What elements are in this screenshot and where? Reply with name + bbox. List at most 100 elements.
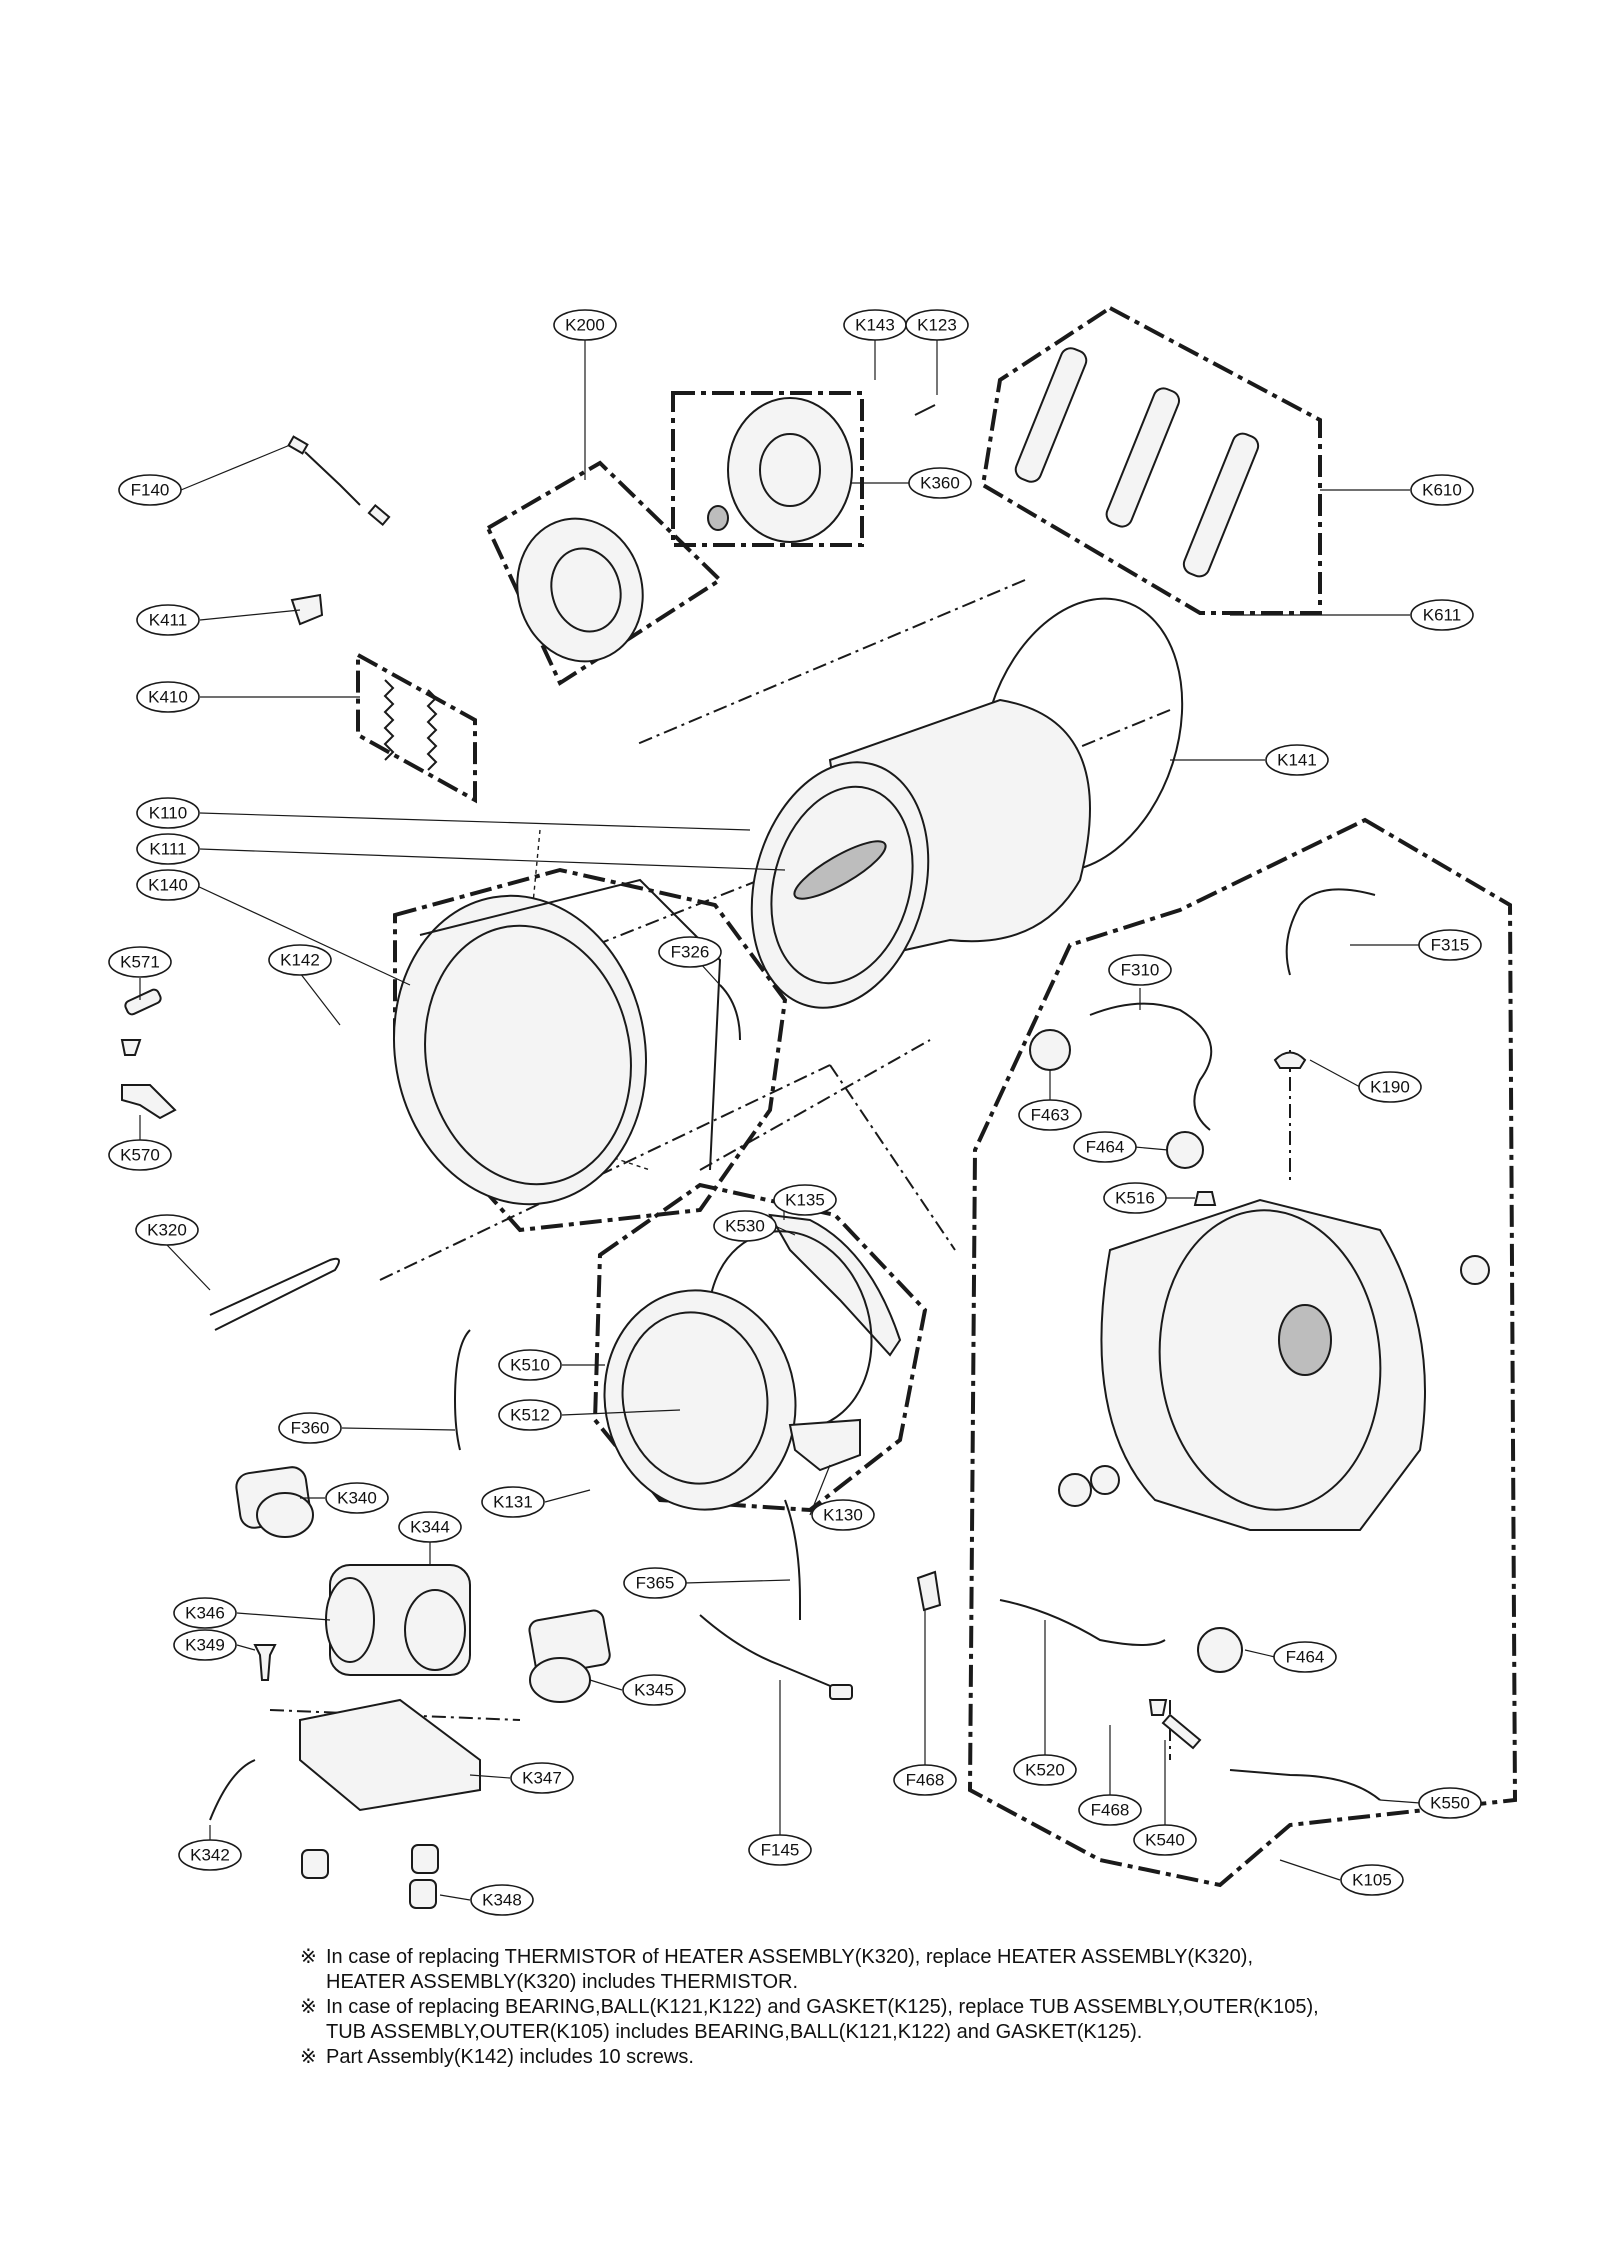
svg-text:K571: K571: [120, 953, 160, 972]
door-gasket-k510: [603, 1289, 797, 1511]
wire-k550: [1229, 1769, 1381, 1801]
label-f464-lower: F464: [1273, 1641, 1337, 1673]
part-k516: [1193, 1191, 1217, 1206]
svg-text:K347: K347: [522, 1769, 562, 1788]
inner-drum-k110: [750, 698, 1091, 1009]
label-k347: K347: [510, 1762, 574, 1794]
door-gasket-outline: [592, 1182, 928, 1513]
label-k135: K135: [773, 1184, 837, 1216]
svg-text:F140: F140: [131, 481, 170, 500]
shock-absorbers-k610: [1014, 347, 1260, 578]
note-line: Part Assembly(K142) includes 10 screws.: [326, 2046, 694, 2068]
front-tub-k140: [392, 878, 722, 1206]
svg-text:K135: K135: [785, 1191, 825, 1210]
label-k570: K570: [108, 1139, 172, 1171]
spring-outline: [356, 651, 477, 804]
rotor-k200: [516, 517, 644, 663]
clip-f468-lower: [1148, 1699, 1168, 1716]
label-k340: K340: [325, 1482, 389, 1514]
svg-text:F360: F360: [291, 1419, 330, 1438]
hose-f360: [453, 1329, 471, 1451]
shock-absorber-outline: [980, 305, 1322, 615]
svg-text:K411: K411: [149, 611, 187, 630]
svg-text:K610: K610: [1422, 481, 1462, 500]
label-k344: K344: [398, 1511, 462, 1543]
svg-text:K520: K520: [1025, 1761, 1065, 1780]
svg-text:K141: K141: [1277, 751, 1317, 770]
hose-f365: [784, 1499, 801, 1620]
svg-text:F468: F468: [906, 1771, 945, 1790]
svg-text:F464: F464: [1286, 1648, 1325, 1667]
label-f468-right: F468: [1078, 1794, 1142, 1826]
label-k610: K610: [1410, 474, 1474, 506]
label-k611: K611: [1410, 599, 1474, 631]
label-k346: K346: [173, 1597, 237, 1629]
label-f365: F365: [623, 1567, 687, 1599]
guide-line: [634, 579, 1026, 746]
label-k200: K200: [553, 309, 617, 341]
guide-line: [829, 1064, 956, 1251]
svg-text:K570: K570: [120, 1146, 160, 1165]
cover-f464: [1166, 1131, 1204, 1169]
note-line: HEATER ASSEMBLY(K320) includes THERMISTO…: [326, 1971, 799, 1993]
label-k345: K345: [622, 1674, 686, 1706]
callout-labels: K200 K143 K123 K360 K610 K611 F140 K411 …: [108, 309, 1482, 1916]
svg-text:F145: F145: [761, 1841, 800, 1860]
bracket-k135: [768, 1213, 902, 1357]
label-k410: K410: [136, 681, 200, 713]
svg-text:F310: F310: [1121, 961, 1160, 980]
label-k530: K530: [713, 1210, 777, 1242]
svg-text:K123: K123: [917, 316, 957, 335]
drain-pump-k346: [325, 1564, 471, 1676]
label-k320: K320: [135, 1214, 199, 1246]
svg-text:F468: F468: [1091, 1801, 1130, 1820]
nut-k571: [120, 1039, 142, 1056]
note-text: In case of replacing BEARING,BALL(K121,K…: [326, 1995, 1500, 2045]
svg-text:F315: F315: [1431, 936, 1470, 955]
svg-text:K143: K143: [855, 316, 895, 335]
label-k516: K516: [1103, 1182, 1167, 1214]
label-k190: K190: [1358, 1071, 1422, 1103]
pump-k345: [528, 1609, 611, 1703]
note-line: TUB ASSEMBLY,OUTER(K105) includes BEARIN…: [326, 2021, 1143, 2043]
label-k510: K510: [498, 1349, 562, 1381]
svg-text:K345: K345: [634, 1681, 674, 1700]
hose-f315: [1285, 888, 1376, 976]
label-k342: K342: [178, 1839, 242, 1871]
rotor-assembly-outline: [485, 460, 724, 686]
label-f464-upper: F464: [1073, 1131, 1137, 1163]
hose-f310: [1089, 1002, 1213, 1131]
bearing-left-1: [1058, 1473, 1092, 1507]
label-k360: K360: [908, 467, 972, 499]
label-k140: K140: [136, 869, 200, 901]
clamp-k130: [788, 1418, 861, 1472]
svg-text:K111: K111: [149, 840, 186, 859]
notes-section: ※ In case of replacing THERMISTOR of HEA…: [300, 1945, 1500, 2070]
bearing-left-2: [1090, 1465, 1120, 1495]
hose-f326: [719, 984, 741, 1041]
bearing-right: [1460, 1255, 1490, 1285]
elbow-k570: [121, 1084, 177, 1120]
label-k130: K130: [811, 1499, 875, 1531]
front-tub-outline: [393, 867, 788, 1233]
outer-tub-outline: [967, 817, 1518, 1888]
note-line: In case of replacing BEARING,BALL(K121,K…: [326, 1996, 1319, 2018]
svg-text:K512: K512: [510, 1406, 550, 1425]
pump-k340: [235, 1466, 314, 1538]
svg-text:F365: F365: [636, 1574, 675, 1593]
spring-k410: [383, 679, 438, 771]
svg-text:K342: K342: [190, 1846, 230, 1865]
svg-text:K130: K130: [823, 1506, 863, 1525]
cover-f463: [1029, 1029, 1071, 1071]
svg-text:K550: K550: [1430, 1794, 1470, 1813]
label-k143: K143: [843, 309, 907, 341]
note-tub: ※ In case of replacing BEARING,BALL(K121…: [300, 1995, 1500, 2045]
note-mark: ※: [300, 1996, 317, 2018]
svg-text:F463: F463: [1031, 1106, 1070, 1125]
note-screws: ※ Part Assembly(K142) includes 10 screws…: [300, 2045, 1500, 2070]
svg-text:F326: F326: [671, 943, 710, 962]
svg-text:K510: K510: [510, 1356, 550, 1375]
label-k142: K142: [268, 944, 332, 976]
svg-text:K611: K611: [1423, 606, 1461, 625]
